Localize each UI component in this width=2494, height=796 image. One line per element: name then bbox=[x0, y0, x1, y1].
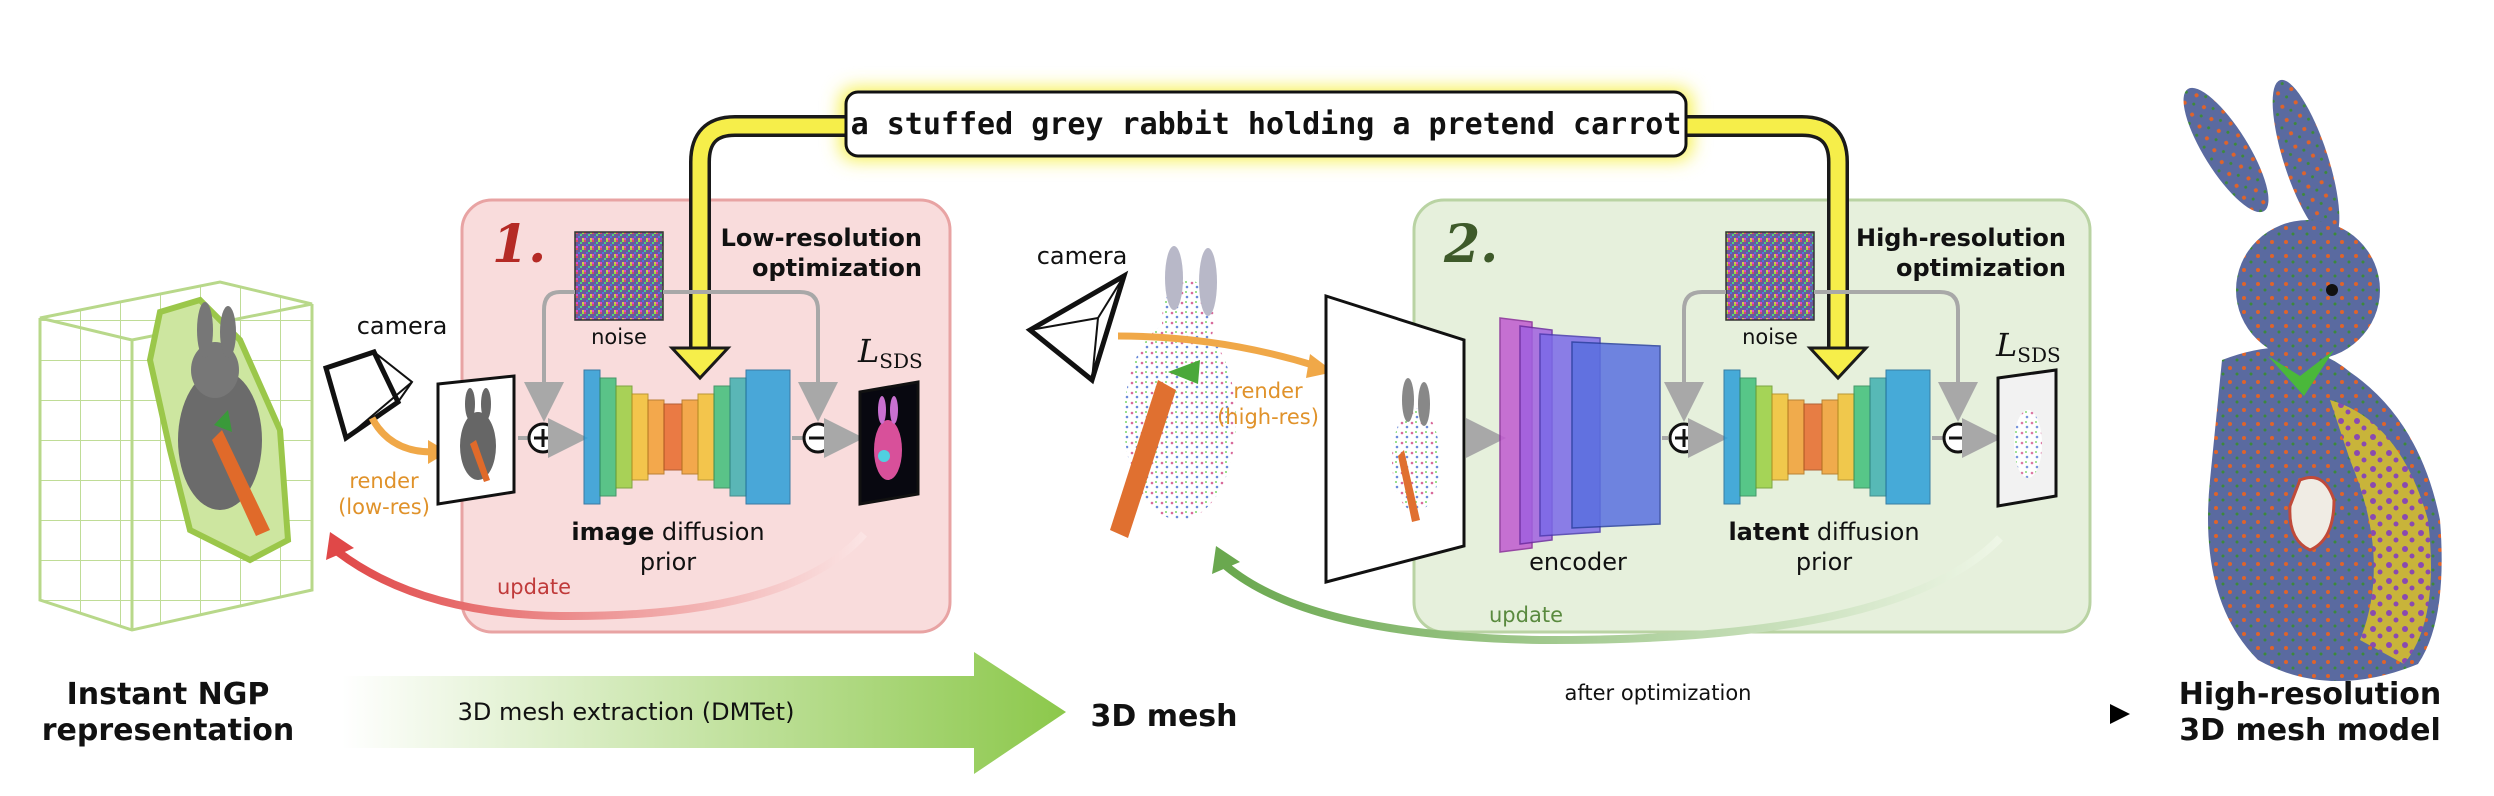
prompt-arrowhead-right bbox=[1806, 346, 1870, 381]
stage1-prior-line1: image diffusion bbox=[571, 518, 764, 546]
stage2-title-line1: High-resolution bbox=[1856, 224, 2066, 252]
high-res-rabbit bbox=[2183, 79, 2442, 682]
stage2-update-label: update bbox=[1489, 603, 1563, 627]
bottom-middle-label: 3D mesh bbox=[1090, 699, 1237, 734]
stage1-rendered-image bbox=[436, 374, 516, 506]
stage1-prior-line2: prior bbox=[640, 548, 696, 576]
bottom-right-line2: 3D mesh model bbox=[2179, 713, 2440, 748]
prompt-box bbox=[844, 90, 1688, 158]
stage1-number: 1. bbox=[492, 214, 546, 275]
stage2-noise-label: noise bbox=[1742, 325, 1798, 349]
stage2-render-arrow bbox=[1117, 332, 1318, 370]
stage2-update-arrow bbox=[1223, 535, 2003, 645]
stage2-number: 2. bbox=[1443, 214, 1498, 275]
stage2-camera-label: camera bbox=[1037, 242, 1128, 270]
bottom-left-line2: representation bbox=[42, 713, 295, 748]
subtract-icon bbox=[1942, 422, 1974, 454]
extraction-arrow bbox=[342, 652, 1066, 774]
subtract-icon bbox=[802, 422, 834, 454]
stage1-title-line1: Low-resolution bbox=[721, 224, 922, 252]
stage1-loss-label: LSDS bbox=[857, 332, 923, 373]
encoder bbox=[1499, 317, 1661, 553]
prompt-arrowhead-left bbox=[668, 346, 732, 381]
stage1-update-label: update bbox=[497, 575, 571, 599]
instant-ngp-cube bbox=[38, 280, 314, 632]
stage1-render-line2: (low-res) bbox=[338, 495, 430, 519]
stage1-render-arrow bbox=[368, 416, 433, 456]
encoder-label: encoder bbox=[1529, 548, 1627, 576]
stage1-noise-arrow bbox=[524, 290, 575, 422]
stage2-loss-label: LSDS bbox=[1995, 326, 2061, 367]
stage1-camera-label: camera bbox=[357, 312, 448, 340]
stage1-noise-label: noise bbox=[591, 325, 647, 349]
stage2-sds-gradient-image bbox=[1996, 368, 2058, 508]
stage2-unet bbox=[1723, 369, 1931, 505]
stage1-sds-gradient-image bbox=[858, 380, 920, 506]
stage2-noise-arrow bbox=[1664, 290, 1726, 422]
stage2-render-line1: render bbox=[1233, 379, 1303, 403]
stage1-update-arrow bbox=[335, 531, 867, 621]
stage2-prior-line2: prior bbox=[1796, 548, 1852, 576]
after-optimization-label: after optimization bbox=[1564, 681, 1751, 705]
bottom-left-line1: Instant NGP bbox=[67, 677, 270, 712]
stage1-unet bbox=[583, 369, 791, 505]
stage2-noise-arrow-right bbox=[1814, 290, 1978, 422]
prompt-text: a stuffed grey rabbit holding a pretend … bbox=[851, 107, 1682, 142]
stage2-rendered-image bbox=[1324, 293, 1466, 584]
add-icon bbox=[527, 422, 559, 454]
stage2-prior-line1: latent diffusion bbox=[1728, 518, 1919, 546]
stage1-render-line1: render bbox=[349, 469, 419, 493]
extraction-label: 3D mesh extraction (DMTet) bbox=[458, 698, 795, 726]
stage1-noise-image bbox=[574, 231, 664, 321]
stage1-title-line2: optimization bbox=[752, 254, 922, 282]
add-icon bbox=[1668, 422, 1700, 454]
mesh-rabbit bbox=[1110, 246, 1236, 538]
bottom-right-line1: High-resolution bbox=[2179, 677, 2442, 712]
camera-icon bbox=[322, 348, 414, 443]
stage1-noise-arrow-right bbox=[663, 290, 838, 422]
camera-icon bbox=[1025, 270, 1129, 385]
stage2-noise-image bbox=[1725, 231, 1815, 321]
stage2-render-line2: (high-res) bbox=[1217, 405, 1319, 429]
stage2-title-line2: optimization bbox=[1896, 254, 2066, 282]
